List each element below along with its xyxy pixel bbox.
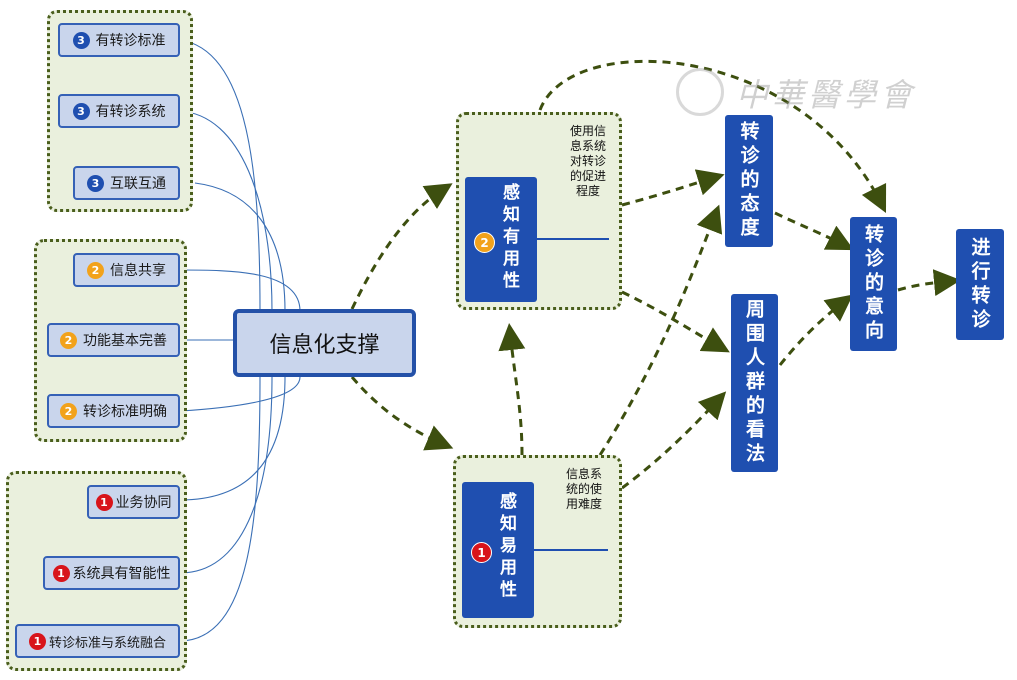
badge-1-icon: 1 [28, 632, 46, 650]
perceived-ease-label: 感知易用性 [496, 492, 516, 602]
leaf-transfer-system: 3 有转诊系统 [58, 94, 180, 128]
perceived-usefulness-label: 感知有用性 [499, 183, 519, 293]
leaf-standard-system-fusion: 1 转诊标准与系统融合 [15, 624, 180, 658]
badge-1-icon: 1 [95, 493, 113, 511]
badge-3-icon: 3 [87, 174, 104, 192]
leaf-standard-clear: 2 转诊标准明确 [47, 394, 180, 428]
leaf-label: 信息共享 [110, 263, 166, 279]
node-transfer-intention: 转诊的意向 [850, 217, 897, 351]
usefulness-note: 使用信息系统对转诊的促进程度 [570, 124, 607, 198]
leaf-transfer-standard: 3 有转诊标准 [58, 23, 180, 57]
leaf-function-complete: 2 功能基本完善 [47, 323, 180, 357]
badge-1-icon: 1 [471, 542, 492, 563]
leaf-label: 系统具有智能性 [72, 566, 171, 582]
flow-arrows [350, 59, 961, 490]
node-social-opinion: 周围人群的看法 [731, 294, 778, 472]
leaf-business-collaboration: 1 业务协同 [87, 485, 180, 519]
badge-2-icon: 2 [474, 232, 495, 253]
ease-underline [534, 549, 608, 551]
watermark: 中華醫學會 [736, 76, 917, 114]
badge-2-icon: 2 [87, 261, 104, 279]
node-transfer-attitude: 转诊的态度 [725, 115, 773, 247]
leaf-label: 转诊标准与系统融合 [48, 635, 166, 651]
ease-note: 信息系统的使用难度 [566, 467, 603, 511]
perceived-usefulness-box: 2 感知有用性 [465, 177, 537, 302]
badge-2-icon: 2 [60, 402, 77, 420]
center-node-informatization-support: 信息化支撑 [233, 309, 416, 377]
badge-2-icon: 2 [60, 331, 77, 349]
center-label: 信息化支撑 [269, 333, 380, 358]
leaf-label: 业务协同 [115, 495, 172, 511]
badge-1-icon: 1 [52, 564, 70, 582]
watermark-seal [676, 68, 724, 116]
branch-lines [179, 39, 301, 642]
perceived-ease-box: 1 感知易用性 [462, 482, 534, 618]
leaf-label: 有转诊系统 [95, 104, 166, 120]
leaf-intelligent-system: 1 系统具有智能性 [43, 556, 180, 590]
leaf-label: 功能基本完善 [83, 333, 167, 349]
leaf-label: 转诊标准明确 [83, 404, 167, 420]
leaf-label: 互联互通 [110, 176, 166, 192]
leaf-interconnection: 3 互联互通 [73, 166, 180, 200]
leaf-label: 有转诊标准 [95, 33, 166, 49]
badge-3-icon: 3 [72, 31, 90, 49]
usefulness-underline [537, 238, 609, 240]
leaf-info-sharing: 2 信息共享 [73, 253, 180, 287]
badge-3-icon: 3 [72, 102, 90, 120]
node-conduct-transfer: 进行转诊 [956, 229, 1004, 340]
